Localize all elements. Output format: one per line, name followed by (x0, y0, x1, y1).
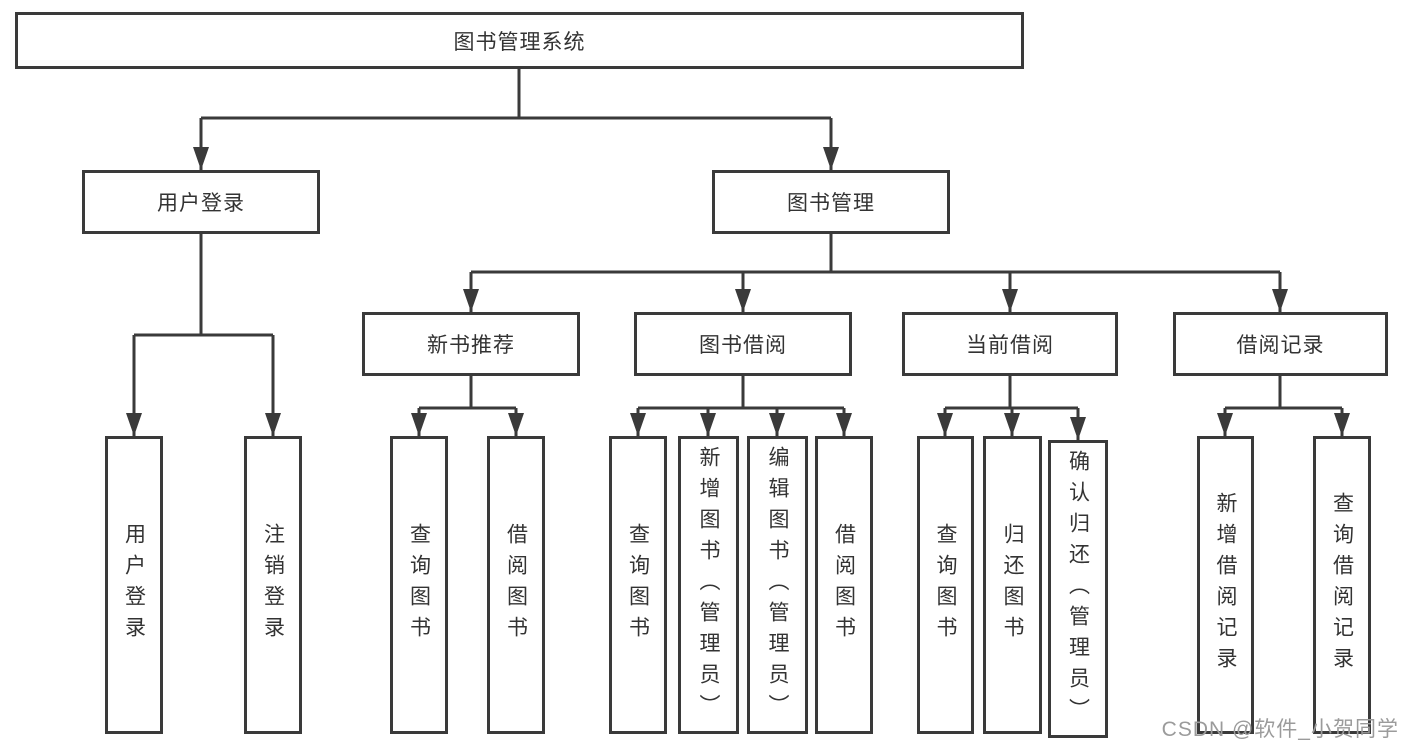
node-label: 借阅记录 (1236, 334, 1325, 357)
node-label: 用户登录 (122, 523, 146, 647)
node-label: 借阅图书 (832, 523, 856, 647)
node-user-login-group: 用户登录 (82, 170, 320, 234)
node-label: 确认归还（管理员） (1066, 449, 1090, 729)
leaf-borrow-books-recommend: 借阅图书 (487, 436, 545, 734)
leaf-edit-books-admin: 编辑图书（管理员） (747, 436, 808, 734)
node-book-borrowing: 图书借阅 (634, 312, 852, 376)
csdn-watermark: CSDN @软件_小贺同学 (1161, 718, 1399, 741)
node-label: 查询图书 (407, 523, 431, 647)
leaf-add-borrow-record: 新增借阅记录 (1197, 436, 1254, 734)
node-current-borrowing: 当前借阅 (902, 312, 1118, 376)
leaf-user-login: 用户登录 (105, 436, 163, 734)
leaf-return-books: 归还图书 (983, 436, 1042, 734)
node-borrowing-records: 借阅记录 (1173, 312, 1388, 376)
connector-arrowheads (126, 147, 1350, 440)
node-label: 借阅图书 (504, 523, 528, 647)
node-label: 图书管理 (787, 192, 875, 215)
node-label: 查询图书 (934, 523, 957, 647)
node-label: 查询图书 (626, 523, 650, 647)
node-label: 新增图书（管理员） (697, 445, 720, 725)
leaf-query-books-recommend: 查询图书 (390, 436, 448, 734)
leaf-confirm-return-admin: 确认归还（管理员） (1048, 440, 1108, 738)
node-library-management-system: 图书管理系统 (15, 12, 1024, 69)
leaf-query-borrow-record: 查询借阅记录 (1313, 436, 1371, 734)
connector-segments (132, 69, 1344, 440)
leaf-logout: 注销登录 (244, 436, 302, 734)
node-label: 当前借阅 (966, 334, 1054, 357)
node-label: 用户登录 (157, 192, 245, 215)
node-label: 新增借阅记录 (1214, 492, 1237, 678)
leaf-query-books-current: 查询图书 (917, 436, 974, 734)
node-label: 图书借阅 (699, 334, 787, 357)
leaf-borrow-books: 借阅图书 (815, 436, 873, 734)
node-book-management-group: 图书管理 (712, 170, 950, 234)
node-label: 编辑图书（管理员） (766, 445, 789, 725)
node-label: 查询借阅记录 (1330, 492, 1354, 678)
leaf-add-books-admin: 新增图书（管理员） (678, 436, 739, 734)
leaf-query-books-borrow: 查询图书 (609, 436, 667, 734)
node-label: 新书推荐 (427, 334, 515, 357)
node-label: 归还图书 (1001, 523, 1024, 647)
node-label: 注销登录 (261, 523, 285, 647)
node-label: 图书管理系统 (453, 30, 586, 54)
node-new-book-recommendation: 新书推荐 (362, 312, 580, 376)
